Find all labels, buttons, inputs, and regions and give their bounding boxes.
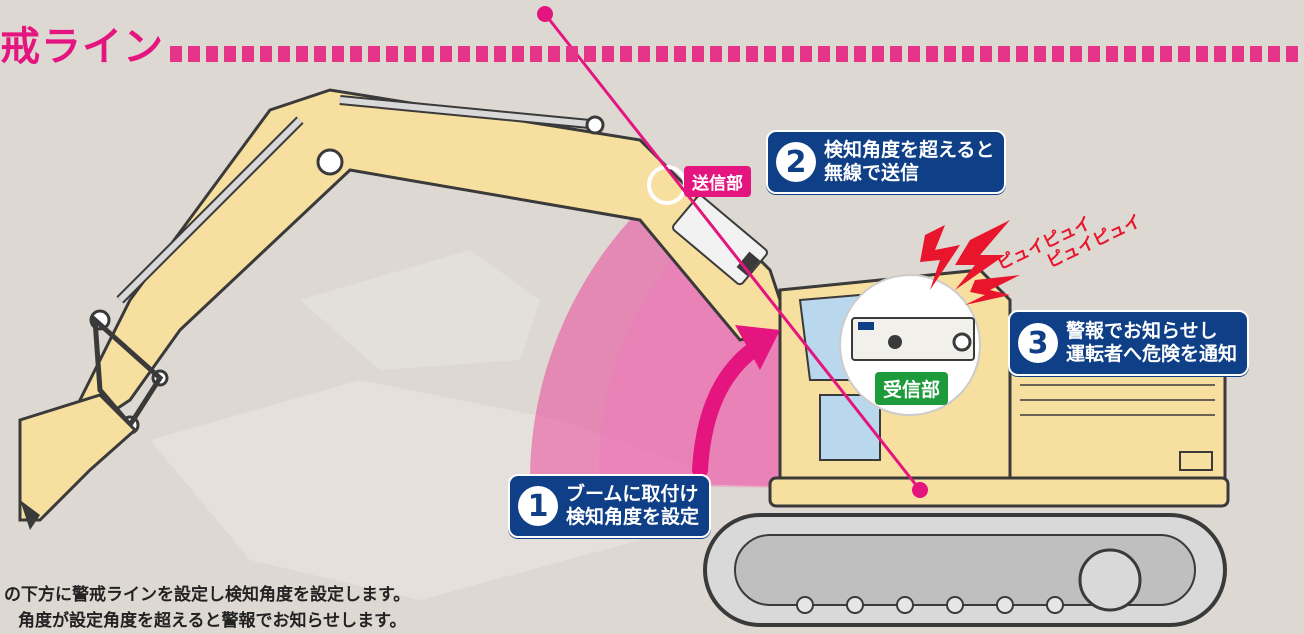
description-line-2: 角度が設定角度を超えると警報でお知らせします。 bbox=[18, 611, 407, 631]
lightning-bolt-icon bbox=[920, 220, 1020, 305]
curved-arrow-head bbox=[735, 325, 780, 370]
detection-line-pivot bbox=[912, 482, 928, 498]
detection-line-end bbox=[537, 6, 553, 22]
callout-2-number: 2 bbox=[776, 142, 816, 182]
pin-joint bbox=[316, 148, 344, 176]
curved-arrow-icon bbox=[692, 337, 768, 478]
transmitter-device bbox=[672, 194, 768, 286]
boom-cylinder-rod bbox=[339, 97, 601, 128]
transmitter-label: 送信部 bbox=[684, 166, 751, 197]
callout-1: 1 ブームに取付け 検知角度を設定 bbox=[508, 474, 712, 538]
callout-2: 2 検知角度を超えると 無線で送信 bbox=[766, 130, 1007, 194]
receiver-button bbox=[952, 332, 972, 352]
receiver-label: 受信部 bbox=[875, 372, 949, 405]
detection-line bbox=[543, 13, 922, 491]
track-rollers bbox=[796, 596, 1064, 614]
engine-cover bbox=[1008, 358, 1227, 482]
callout-1-line1: ブームに取付け bbox=[566, 483, 699, 505]
callout-2-line1: 検知角度を超えると bbox=[824, 139, 995, 161]
arm-cylinder-rod bbox=[117, 117, 303, 303]
callout-1-number: 1 bbox=[518, 486, 558, 526]
engine-vent bbox=[1020, 384, 1215, 416]
callout-3: 3 警報でお知らせし 運転者へ危険を通知 bbox=[1008, 310, 1250, 376]
callout-3-line1: 警報でお知らせし bbox=[1066, 320, 1218, 342]
callout-3-number: 3 bbox=[1018, 323, 1058, 363]
callout-3-line2: 運転者へ危険を通知 bbox=[1066, 343, 1238, 365]
sprocket bbox=[1078, 548, 1142, 612]
callout-2-line2: 無線で送信 bbox=[824, 162, 920, 184]
bucket bbox=[18, 393, 138, 522]
callout-1-line2: 検知角度を設定 bbox=[566, 506, 700, 528]
pin-joint bbox=[585, 115, 605, 135]
receiver-device bbox=[851, 317, 975, 361]
bucket-tooth bbox=[20, 500, 40, 530]
receiver-logo bbox=[858, 322, 874, 330]
receiver-knob bbox=[888, 335, 902, 349]
heading: 戒ライン bbox=[0, 24, 164, 70]
deck bbox=[768, 476, 1230, 508]
heading-dashes bbox=[170, 46, 1304, 62]
description-line-1: の下方に警戒ラインを設定し検知角度を設定します。 bbox=[4, 585, 411, 605]
ghost-shadow-boom bbox=[300, 250, 540, 370]
engine-badge bbox=[1179, 451, 1213, 471]
